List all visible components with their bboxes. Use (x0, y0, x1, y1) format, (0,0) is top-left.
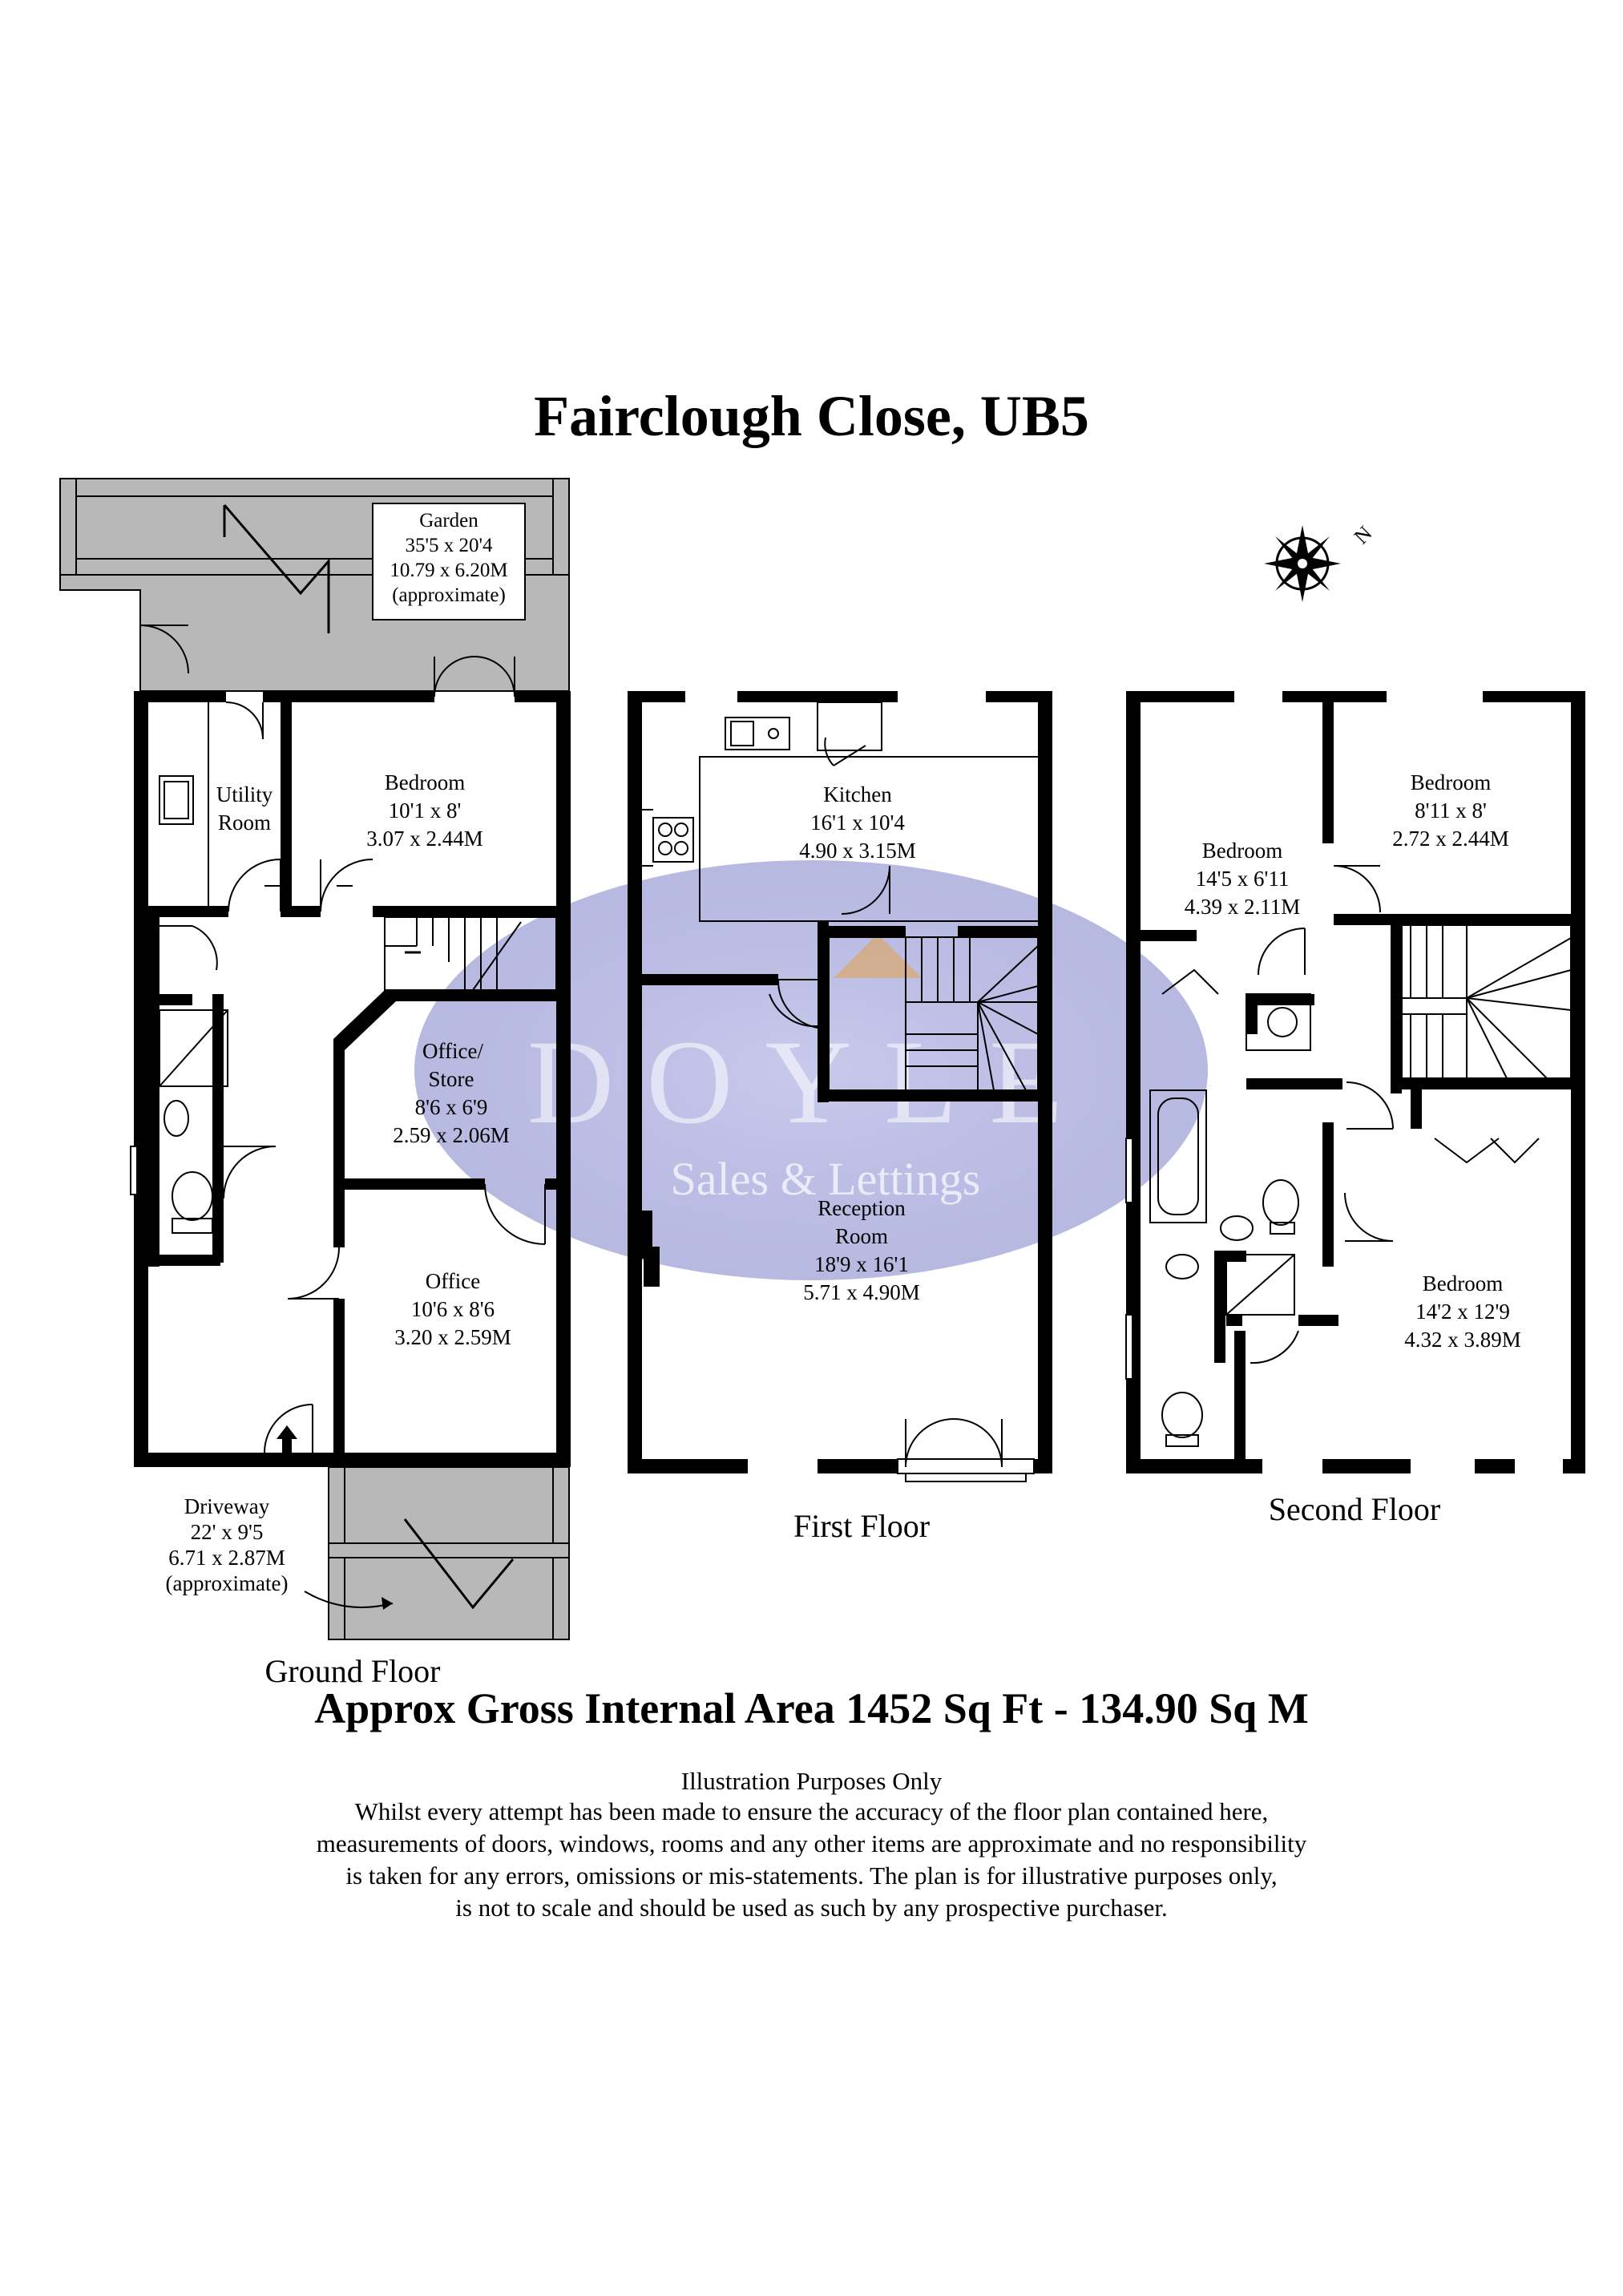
second-floor-labels: Bedroom 14'5 x 6'11 4.39 x 2.11M Bedroom… (1185, 770, 1521, 1527)
office-store-name-2: Store (429, 1067, 474, 1091)
ground-floor-walls (130, 691, 571, 1467)
first-floor-label: First Floor (793, 1508, 930, 1544)
bath-icon (1149, 1089, 1207, 1223)
driveway-note: (approximate) (166, 1571, 289, 1595)
bedroom-b-imperial: 8'11 x 8' (1415, 798, 1487, 823)
utility-name-2: Room (218, 810, 271, 835)
kitchen-imperial: 16'1 x 10'4 (810, 810, 905, 835)
driveway-name: Driveway (184, 1494, 270, 1518)
disclaimer-line: measurements of doors, windows, rooms an… (316, 1829, 1307, 1857)
utility-name-1: Utility (216, 782, 273, 806)
second-floor-walls (1126, 691, 1585, 1473)
watermark-name: DOYLE (527, 1016, 1095, 1149)
garden-note: (approximate) (392, 584, 506, 606)
first-floor (628, 691, 1052, 1482)
second-floor-fixtures (1125, 993, 1311, 1447)
second-floor (1125, 691, 1585, 1473)
bedroom-c-imperial: 14'2 x 12'9 (1415, 1300, 1510, 1324)
basin-icon (1220, 1215, 1254, 1241)
disclaimer-line: Whilst every attempt has been made to en… (354, 1797, 1269, 1825)
compass-icon (1264, 525, 1341, 602)
bedroom-b-name: Bedroom (1411, 770, 1492, 794)
driveway-break-line (403, 1518, 515, 1610)
ground-floor-fixtures (159, 702, 353, 1234)
kitchen-cupboard (817, 701, 882, 751)
reception-imperial: 18'9 x 16'1 (814, 1252, 909, 1276)
watermark-tagline: Sales & Lettings (671, 1153, 981, 1205)
first-floor-doors (769, 865, 1003, 1468)
compass-north-label: N (1350, 521, 1377, 548)
garden-area (59, 478, 570, 692)
bedroom-a-imperial: 14'5 x 6'11 (1196, 867, 1290, 891)
reception-name-1: Reception (818, 1196, 906, 1220)
bathroom-basin-icon (164, 1100, 189, 1137)
office-store-metric: 2.59 x 2.06M (393, 1123, 510, 1147)
toilet-icon (1262, 1179, 1299, 1226)
ground-floor-label: Ground Floor (265, 1653, 441, 1689)
ground-bedroom-imperial: 10'1 x 8' (389, 798, 462, 823)
office-name: Office (426, 1269, 480, 1293)
office-store-imperial: 8'6 x 6'9 (415, 1095, 488, 1119)
office-metric: 3.20 x 2.59M (394, 1325, 511, 1349)
ground-bedroom-metric: 3.07 x 2.44M (366, 827, 483, 851)
ground-floor-labels: Garden 35'5 x 20'4 10.79 x 6.20M (approx… (166, 510, 511, 1689)
office-store-name-1: Office/ (422, 1039, 483, 1063)
bedroom-b-metric: 2.72 x 2.44M (1392, 827, 1509, 851)
garden-imperial: 35'5 x 20'4 (405, 535, 493, 556)
bedroom-c-metric: 4.32 x 3.89M (1404, 1328, 1521, 1352)
kitchen-sink-icon (725, 717, 790, 750)
driveway-metric: 6.71 x 2.87M (168, 1546, 285, 1570)
disclaimer-line: is not to scale and should be used as su… (455, 1894, 1168, 1922)
second-floor-label: Second Floor (1269, 1491, 1440, 1527)
bedroom-a-metric: 4.39 x 2.11M (1185, 895, 1301, 919)
plan-title: Fairclough Close, UB5 (534, 384, 1089, 448)
disclaimer-line: is taken for any errors, omissions or mi… (345, 1861, 1278, 1890)
garden-metric: 10.79 x 6.20M (390, 560, 507, 581)
kitchen-metric: 4.90 x 3.15M (799, 839, 916, 863)
kitchen-name: Kitchen (823, 782, 892, 806)
ground-bedroom-name: Bedroom (385, 770, 466, 794)
bay-window (897, 1458, 1035, 1482)
toilet-icon (172, 1218, 213, 1234)
ground-floor-stairs (384, 916, 557, 991)
utility-sink-icon (159, 775, 194, 825)
bedroom-a-name: Bedroom (1202, 839, 1283, 863)
shower-tray-icon (159, 1009, 228, 1087)
gross-internal-area: Approx Gross Internal Area 1452 Sq Ft - … (314, 1684, 1309, 1732)
reception-metric: 5.71 x 4.90M (803, 1280, 920, 1304)
airing-cupboard (1246, 993, 1311, 1051)
watermark-logo: DOYLE Sales & Lettings (414, 860, 1208, 1280)
second-floor-stairs (1401, 924, 1572, 1079)
garden-label-box (372, 503, 526, 620)
reception-name-2: Room (835, 1224, 888, 1248)
disclaimer-heading: Illustration Purposes Only (680, 1767, 943, 1795)
ground-floor (59, 478, 571, 1640)
hob-icon (652, 817, 694, 863)
first-floor-fixtures (642, 701, 1045, 922)
watermark-roof-icon (834, 934, 922, 978)
first-floor-labels: Kitchen 16'1 x 10'4 4.90 x 3.15M Recepti… (793, 782, 930, 1544)
driveway-area (277, 1425, 570, 1640)
disclaimer-text: Whilst every attempt has been made to en… (160, 1796, 1463, 1924)
first-floor-walls (628, 691, 1052, 1473)
watermark-ellipse (414, 860, 1208, 1280)
entrance-arrow-icon (277, 1425, 297, 1453)
bedroom-c-name: Bedroom (1423, 1271, 1504, 1296)
first-floor-stairs (828, 936, 1039, 1091)
driveway-imperial: 22' x 9'5 (191, 1520, 264, 1544)
second-floor-doors (1161, 865, 1540, 1364)
garden-name: Garden (419, 510, 478, 532)
garden-break-line (223, 504, 330, 633)
shower-icon (1225, 1254, 1295, 1316)
office-imperial: 10'6 x 8'6 (411, 1297, 495, 1321)
ground-floor-doors (159, 656, 546, 1453)
